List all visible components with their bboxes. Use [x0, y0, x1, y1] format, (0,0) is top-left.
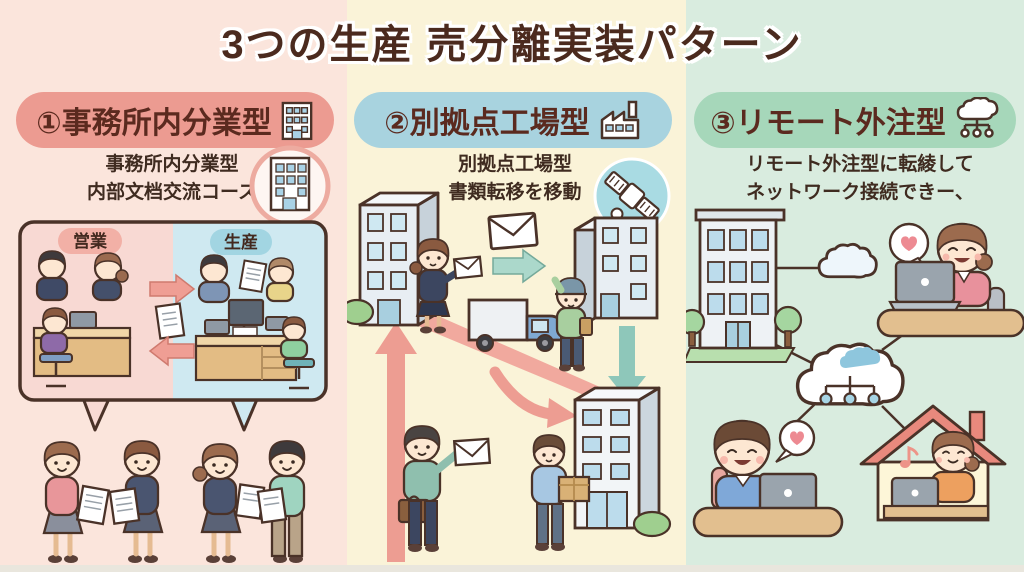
- caption2-line2: 書類転移を移動: [448, 181, 582, 203]
- head-office-building: [347, 191, 440, 327]
- header-office-division: ①事務所内分業型: [16, 92, 334, 148]
- factory-icon: [600, 100, 639, 140]
- svg-text:生産: 生産: [224, 232, 258, 252]
- caption-factory-site: 別拠点工場型 書類転移を移動: [400, 151, 630, 206]
- caption1-line2: 内部文档交流コース: [86, 181, 258, 203]
- caption-remote-outsource: リモート外注型に転綾して ネットワーク接続できー、: [705, 151, 1015, 206]
- production-team-at-desk: [194, 254, 315, 390]
- remote-man-bottom: [692, 419, 844, 538]
- header3-label: ③リモート外注型: [710, 107, 946, 140]
- mail-envelope-icon: [487, 211, 539, 251]
- curved-route-arrow: [489, 366, 577, 428]
- caption2-line1: 別拠点工場型: [457, 154, 572, 175]
- delivery-truck: [467, 298, 568, 352]
- exchange-arrows: [148, 273, 196, 367]
- office-building-icon: [281, 101, 313, 141]
- central-cloud-network: [795, 342, 905, 407]
- remote-outsource-illustration: [686, 208, 1024, 538]
- zone-label-sales: 営業: [58, 228, 122, 254]
- page-title: 3つの生産 売分離実装パターン: [221, 23, 803, 67]
- remote-woman-top: [876, 222, 1024, 338]
- sales-team-at-desk: [32, 250, 132, 388]
- header-remote-outsource: ③リモート外注型: [694, 92, 1016, 148]
- factory-worker: [551, 276, 593, 372]
- caption3-line1: リモート外注型に転綾して: [746, 154, 974, 175]
- satellite-icon: [593, 157, 671, 235]
- factory-branch-building: [573, 216, 659, 332]
- svg-text:営業: 営業: [73, 231, 107, 251]
- heart-bubble-bottom: [775, 419, 816, 463]
- cloud-network-icon: [956, 97, 999, 138]
- office-woman-sender: [409, 238, 484, 334]
- header1-label: ①事務所内分業型: [36, 107, 272, 140]
- bottom-edge-strip: [0, 565, 1024, 572]
- discussion-pairs: [42, 440, 306, 563]
- courier-man-envelope: [397, 425, 492, 552]
- caption3-line2: ネットワーク接続できー、: [746, 181, 974, 203]
- music-note-icon: [900, 445, 919, 468]
- office-division-illustration: 営業 生産: [18, 145, 331, 563]
- header-factory-site: ②別拠点工場型: [354, 92, 672, 148]
- small-cloud-icon: [817, 242, 878, 279]
- receiver-man-parcel: [530, 434, 591, 551]
- destination-building: [573, 386, 672, 538]
- zone-label-production: 生産: [210, 229, 272, 255]
- client-office-building: [686, 208, 803, 363]
- factory-site-illustration: [347, 157, 672, 562]
- caption-office-division: 事務所内分業型 内部文档交流コース: [52, 151, 292, 206]
- transfer-arrow-right: [492, 248, 547, 284]
- building-circle-badge: [249, 145, 331, 227]
- home-office-house: [859, 404, 1007, 522]
- header2-label: ②別拠点工場型: [384, 107, 590, 140]
- caption1-line1: 事務所内分業型: [105, 154, 239, 175]
- road-stripe: [409, 312, 625, 408]
